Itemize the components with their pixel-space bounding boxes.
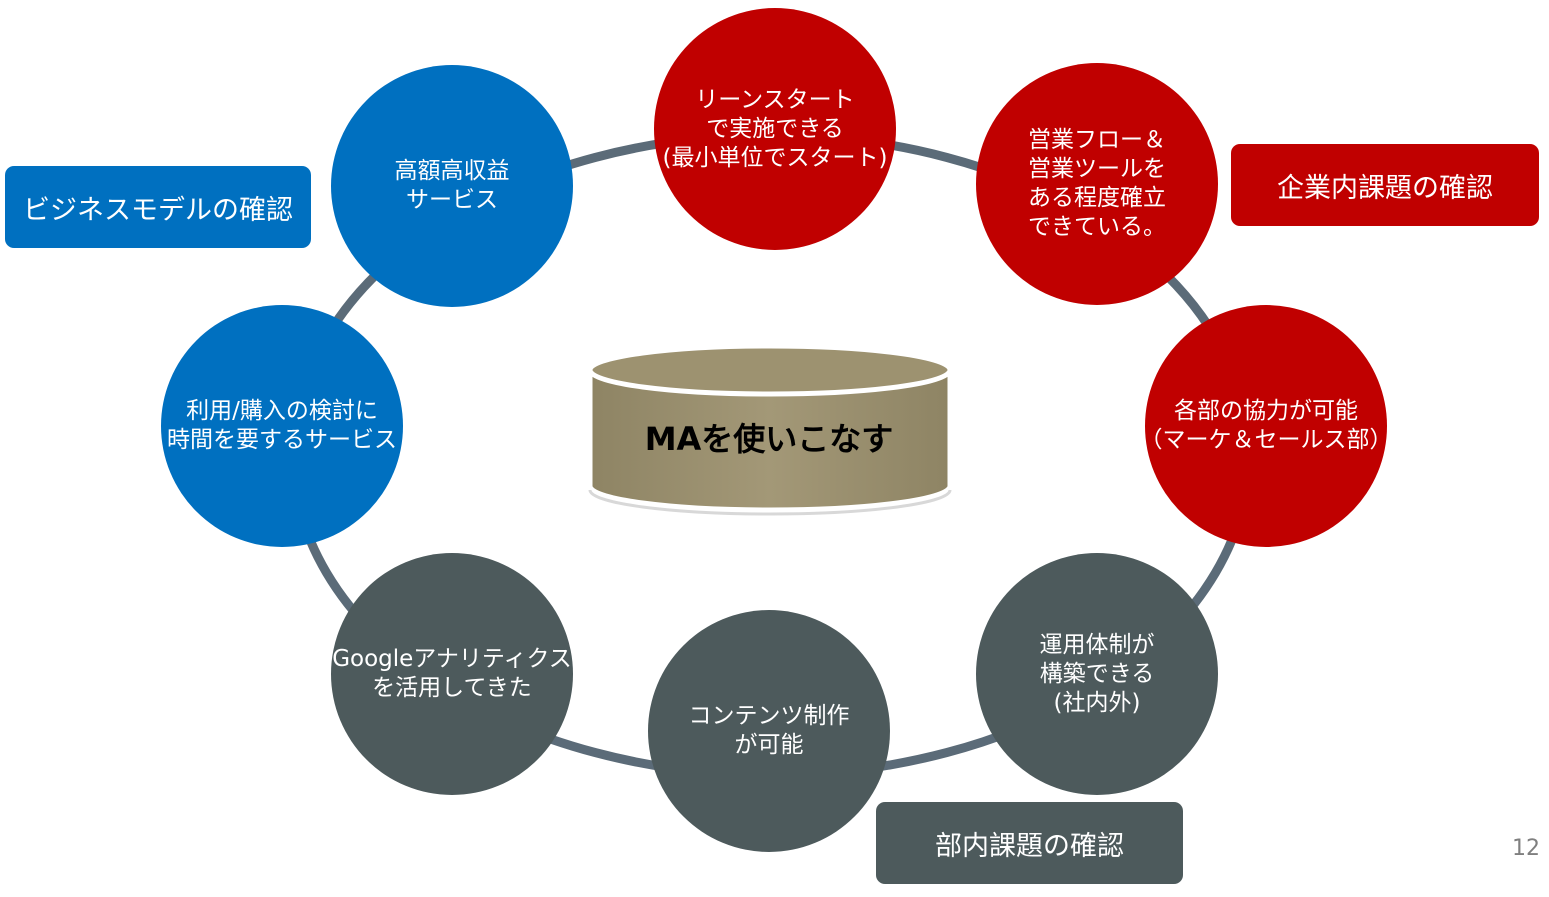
circle-google-analytics: Googleアナリティクス を活用してきた xyxy=(331,553,573,795)
circle-cooperation: 各部の協力が可能 （マーケ＆セールス部） xyxy=(1140,305,1393,547)
circle-operation-system: 運用体制が 構築できる (社内外) xyxy=(976,553,1218,795)
circle-high-value-service: 高額高収益 サービス xyxy=(331,65,573,307)
center-label: MAを使いこなす xyxy=(644,420,894,458)
circle-sales-flow: 営業フロー＆ 営業ツールを ある程度確立 できている。 xyxy=(976,63,1218,305)
tag-company-issues: 企業内課題の確認 xyxy=(1231,144,1539,226)
circle-content-production: コンテンツ制作 が可能 xyxy=(648,610,890,852)
page-number: 12 xyxy=(1512,836,1540,861)
tag-business-model: ビジネスモデルの確認 xyxy=(5,166,311,248)
center-cylinder xyxy=(587,343,953,516)
circle-long-consideration-service: 利用/購入の検討に 時間を要するサービス xyxy=(161,305,403,547)
circle-lean-start: リーンスタート で実施できる (最小単位でスタート) xyxy=(654,8,896,250)
tag-department-issues: 部内課題の確認 xyxy=(876,802,1183,884)
